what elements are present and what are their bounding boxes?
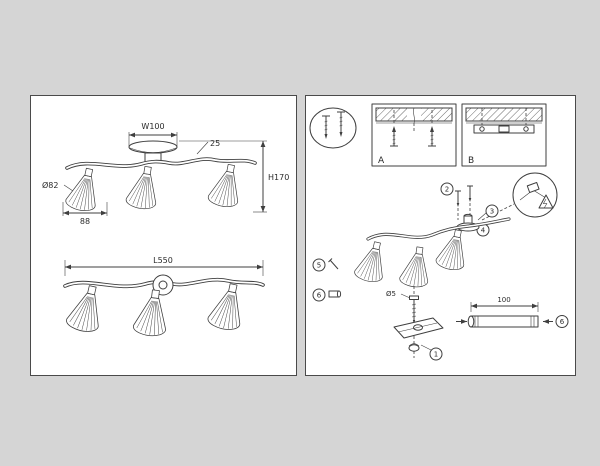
shade-front-right bbox=[206, 161, 245, 210]
screw-diameter-label: Ø5 bbox=[386, 290, 396, 298]
shade-diameter-label: Ø82 bbox=[42, 180, 58, 190]
mount-b-label: B bbox=[468, 156, 474, 166]
part-badge-6: 6 bbox=[312, 288, 342, 302]
installation-drawing: A B bbox=[309, 103, 569, 361]
hardware-oval bbox=[309, 107, 357, 149]
shade-top-right bbox=[206, 280, 249, 333]
connector-rod: 100 6 bbox=[456, 296, 569, 328]
dimension-total-height: H170 bbox=[179, 140, 289, 213]
canopy-width-label: W100 bbox=[141, 122, 164, 131]
dimension-canopy-width: W100 bbox=[128, 122, 178, 146]
bracket-detail: Ø5 bbox=[386, 286, 444, 361]
dimension-total-length: L550 bbox=[64, 256, 264, 276]
total-height-label: H170 bbox=[268, 173, 289, 182]
screw-glyph-icon bbox=[328, 258, 339, 270]
rod-length-label: 100 bbox=[497, 296, 510, 304]
dimensions-panel: W100 25 bbox=[30, 95, 297, 376]
svg-text:2: 2 bbox=[445, 186, 449, 194]
rod-body bbox=[470, 315, 539, 328]
canopy-screws bbox=[455, 185, 473, 220]
screw-a-right bbox=[428, 110, 436, 147]
svg-text:6: 6 bbox=[560, 318, 565, 326]
mount-option-b: B bbox=[461, 103, 547, 167]
svg-text:3: 3 bbox=[490, 208, 494, 216]
shade-top-left bbox=[64, 281, 108, 335]
shade-top-center bbox=[132, 287, 171, 338]
dimension-rod-length: 100 bbox=[470, 296, 539, 312]
shade-assembly-right bbox=[434, 226, 471, 273]
canopy-top bbox=[152, 274, 174, 296]
front-view: W100 25 bbox=[42, 122, 289, 226]
supply-cable bbox=[413, 107, 415, 124]
callout-6: 6 bbox=[555, 315, 569, 328]
installation-panel: A B bbox=[305, 95, 576, 376]
mount-option-a: A bbox=[371, 103, 457, 167]
detail-circle bbox=[481, 172, 558, 221]
dimensions-drawing: W100 25 bbox=[42, 122, 289, 338]
shade-assembly-left bbox=[352, 238, 391, 285]
ceiling-hatch-b bbox=[465, 107, 543, 122]
canopy-height-label: 25 bbox=[210, 139, 220, 148]
dome-nut bbox=[408, 343, 420, 352]
dimension-shade-width: 88 bbox=[62, 202, 108, 226]
shade-front-center bbox=[124, 163, 162, 212]
canopy-front bbox=[128, 140, 178, 163]
callout-2: 2 bbox=[440, 182, 454, 196]
bracket-screw bbox=[409, 295, 419, 324]
svg-text:1: 1 bbox=[434, 351, 438, 359]
callout-3: 3 bbox=[477, 204, 499, 221]
svg-text:4: 4 bbox=[481, 227, 486, 235]
dimension-canopy-height: 25 bbox=[196, 139, 220, 155]
part-badge-5: 5 bbox=[312, 258, 339, 272]
shade-width-label: 88 bbox=[80, 217, 90, 226]
warning-triangle-icon bbox=[538, 194, 554, 209]
mount-a-label: A bbox=[378, 156, 385, 166]
arm-front bbox=[65, 157, 257, 170]
mounting-screw-icon bbox=[337, 111, 345, 137]
top-view: L550 bbox=[63, 256, 265, 338]
anchor-glyph-icon bbox=[328, 290, 342, 298]
callout-1: 1 bbox=[420, 344, 443, 361]
svg-text:5: 5 bbox=[317, 262, 321, 270]
screw-a-left bbox=[390, 110, 398, 147]
anchor-screw-icon bbox=[322, 115, 330, 139]
shade-assembly-center bbox=[398, 244, 433, 289]
total-length-label: L550 bbox=[153, 256, 173, 265]
svg-text:6: 6 bbox=[317, 292, 322, 300]
dimension-shade-diameter: Ø82 bbox=[42, 180, 74, 192]
fixture-assembly: 2 3 4 bbox=[352, 182, 511, 289]
fixture-arm bbox=[366, 217, 511, 241]
